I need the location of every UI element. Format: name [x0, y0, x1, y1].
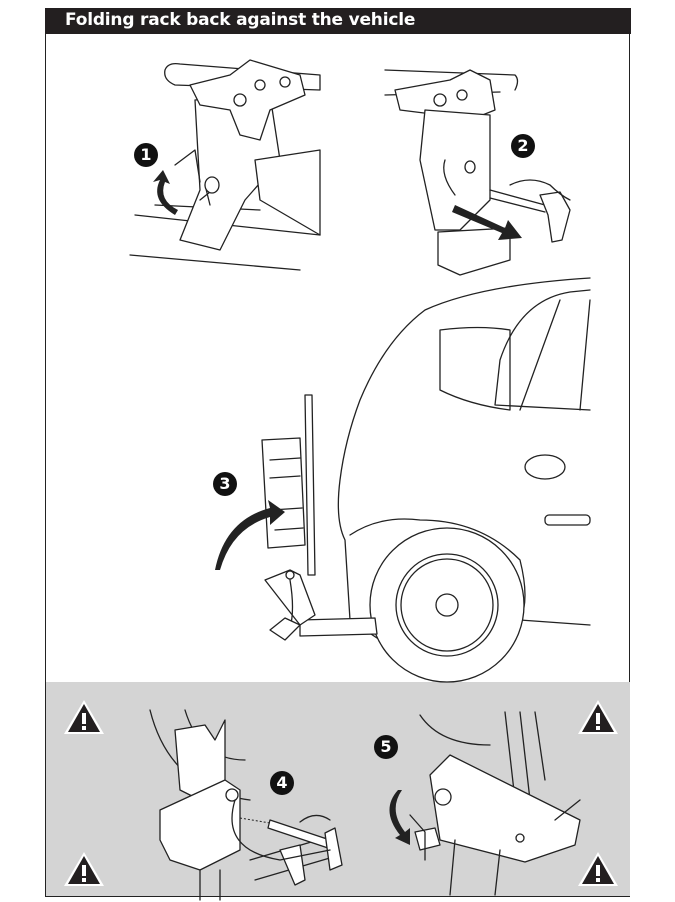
step-badge-1: 1	[134, 143, 158, 167]
step-badge-4: 4	[270, 771, 294, 795]
step-badge-5: 5	[374, 735, 398, 759]
illustration-step-1	[129, 59, 321, 271]
illustration-step-3	[215, 277, 591, 683]
section-title: Folding rack back against the vehicle	[65, 10, 416, 30]
warning-triangle-icon	[578, 852, 618, 886]
illustration-step-4	[149, 709, 343, 901]
warning-triangle-icon	[64, 852, 104, 886]
warning-triangle-icon	[578, 700, 618, 734]
step-badge-2: 2	[511, 134, 535, 158]
warning-triangle-icon	[64, 700, 104, 734]
illustration-step-2	[384, 69, 571, 276]
step-badge-3: 3	[213, 472, 237, 496]
section-header: Folding rack back against the vehicle	[45, 8, 631, 34]
illustration-step-5	[389, 711, 581, 896]
